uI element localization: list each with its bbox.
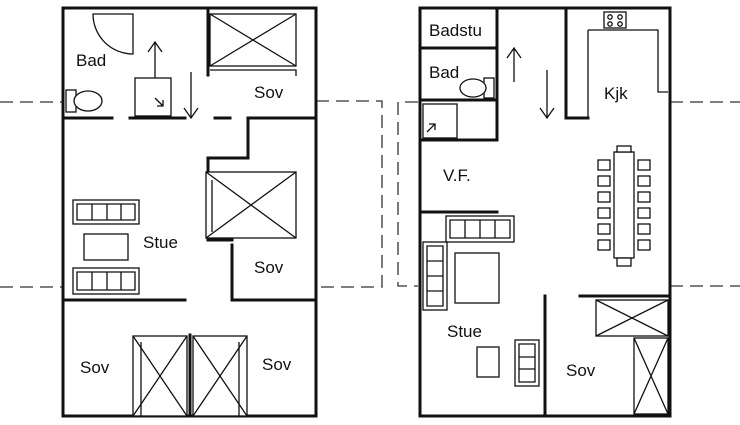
shower-tray-right-icon: [422, 103, 458, 139]
bed-top-icon: [209, 13, 297, 76]
left-beds: [132, 13, 297, 417]
stove-icon: [603, 11, 627, 29]
right-stairs: [506, 46, 555, 120]
stair-up-arrow-icon: [147, 40, 163, 78]
left-living-furniture: [72, 199, 140, 295]
left-stairs: [147, 40, 199, 120]
room-label-bad-left: Bad: [76, 51, 106, 70]
bed-mid-icon: [205, 171, 297, 239]
room-label-badstu: Badstu: [429, 21, 482, 40]
sofa-bottom-icon: [72, 267, 140, 295]
room-label-stue-left: Stue: [143, 233, 178, 252]
stair-down-arrow-right-icon: [539, 70, 555, 120]
chairs-left: [597, 159, 611, 251]
bed-bottom-right-icon: [192, 335, 248, 417]
chairs-right: [637, 159, 651, 251]
right-terrace-outline: [397, 101, 740, 287]
coffee-table-right-icon: [454, 252, 500, 304]
room-label-sov-right: Sov: [566, 361, 596, 380]
room-label-vf: V.F.: [443, 166, 471, 185]
kitchen-counter: [587, 11, 668, 118]
right-floor-plan: Badstu Bad Kjk V.F. Stue Sov: [397, 6, 740, 418]
armchair-icon: [514, 339, 540, 387]
sofa-corner-left-icon: [422, 241, 448, 311]
shower-tray-icon: [134, 77, 172, 117]
bed-bottom-left-icon: [132, 335, 188, 417]
room-label-sov-mid-left: Sov: [254, 258, 284, 277]
bed-right-icon: [595, 299, 669, 415]
right-exterior-walls: [418, 6, 672, 418]
sofa-corner-top-icon: [445, 215, 515, 243]
room-label-kjk: Kjk: [604, 84, 628, 103]
shower-corner-icon: [92, 13, 134, 55]
toilet-bowl-icon: [73, 90, 103, 112]
right-bath-fixtures: [422, 77, 495, 139]
toilet-bowl-right-icon: [459, 78, 487, 98]
room-label-stue-right: Stue: [447, 322, 482, 341]
room-label-sov-bottom-right: Sov: [262, 355, 292, 374]
left-exterior-walls: [61, 6, 318, 418]
coffee-table-icon: [83, 233, 129, 261]
right-interior-walls: [418, 6, 672, 418]
left-terrace-outline: [0, 100, 383, 288]
right-living-furniture: [422, 215, 540, 387]
dining-table-icon: [597, 145, 651, 267]
room-label-bad-right: Bad: [429, 63, 459, 82]
left-bath-fixtures: [65, 13, 172, 117]
room-label-sov-bottom-left: Sov: [80, 358, 110, 377]
stair-down-arrow-icon: [183, 72, 199, 120]
room-label-sov-top-left: Sov: [254, 83, 284, 102]
sofa-top-icon: [72, 199, 140, 225]
stair-up-arrow-right-icon: [506, 46, 522, 82]
left-floor-plan: Bad Sov Stue Sov Sov Sov: [0, 6, 383, 418]
side-table-icon: [476, 346, 500, 378]
